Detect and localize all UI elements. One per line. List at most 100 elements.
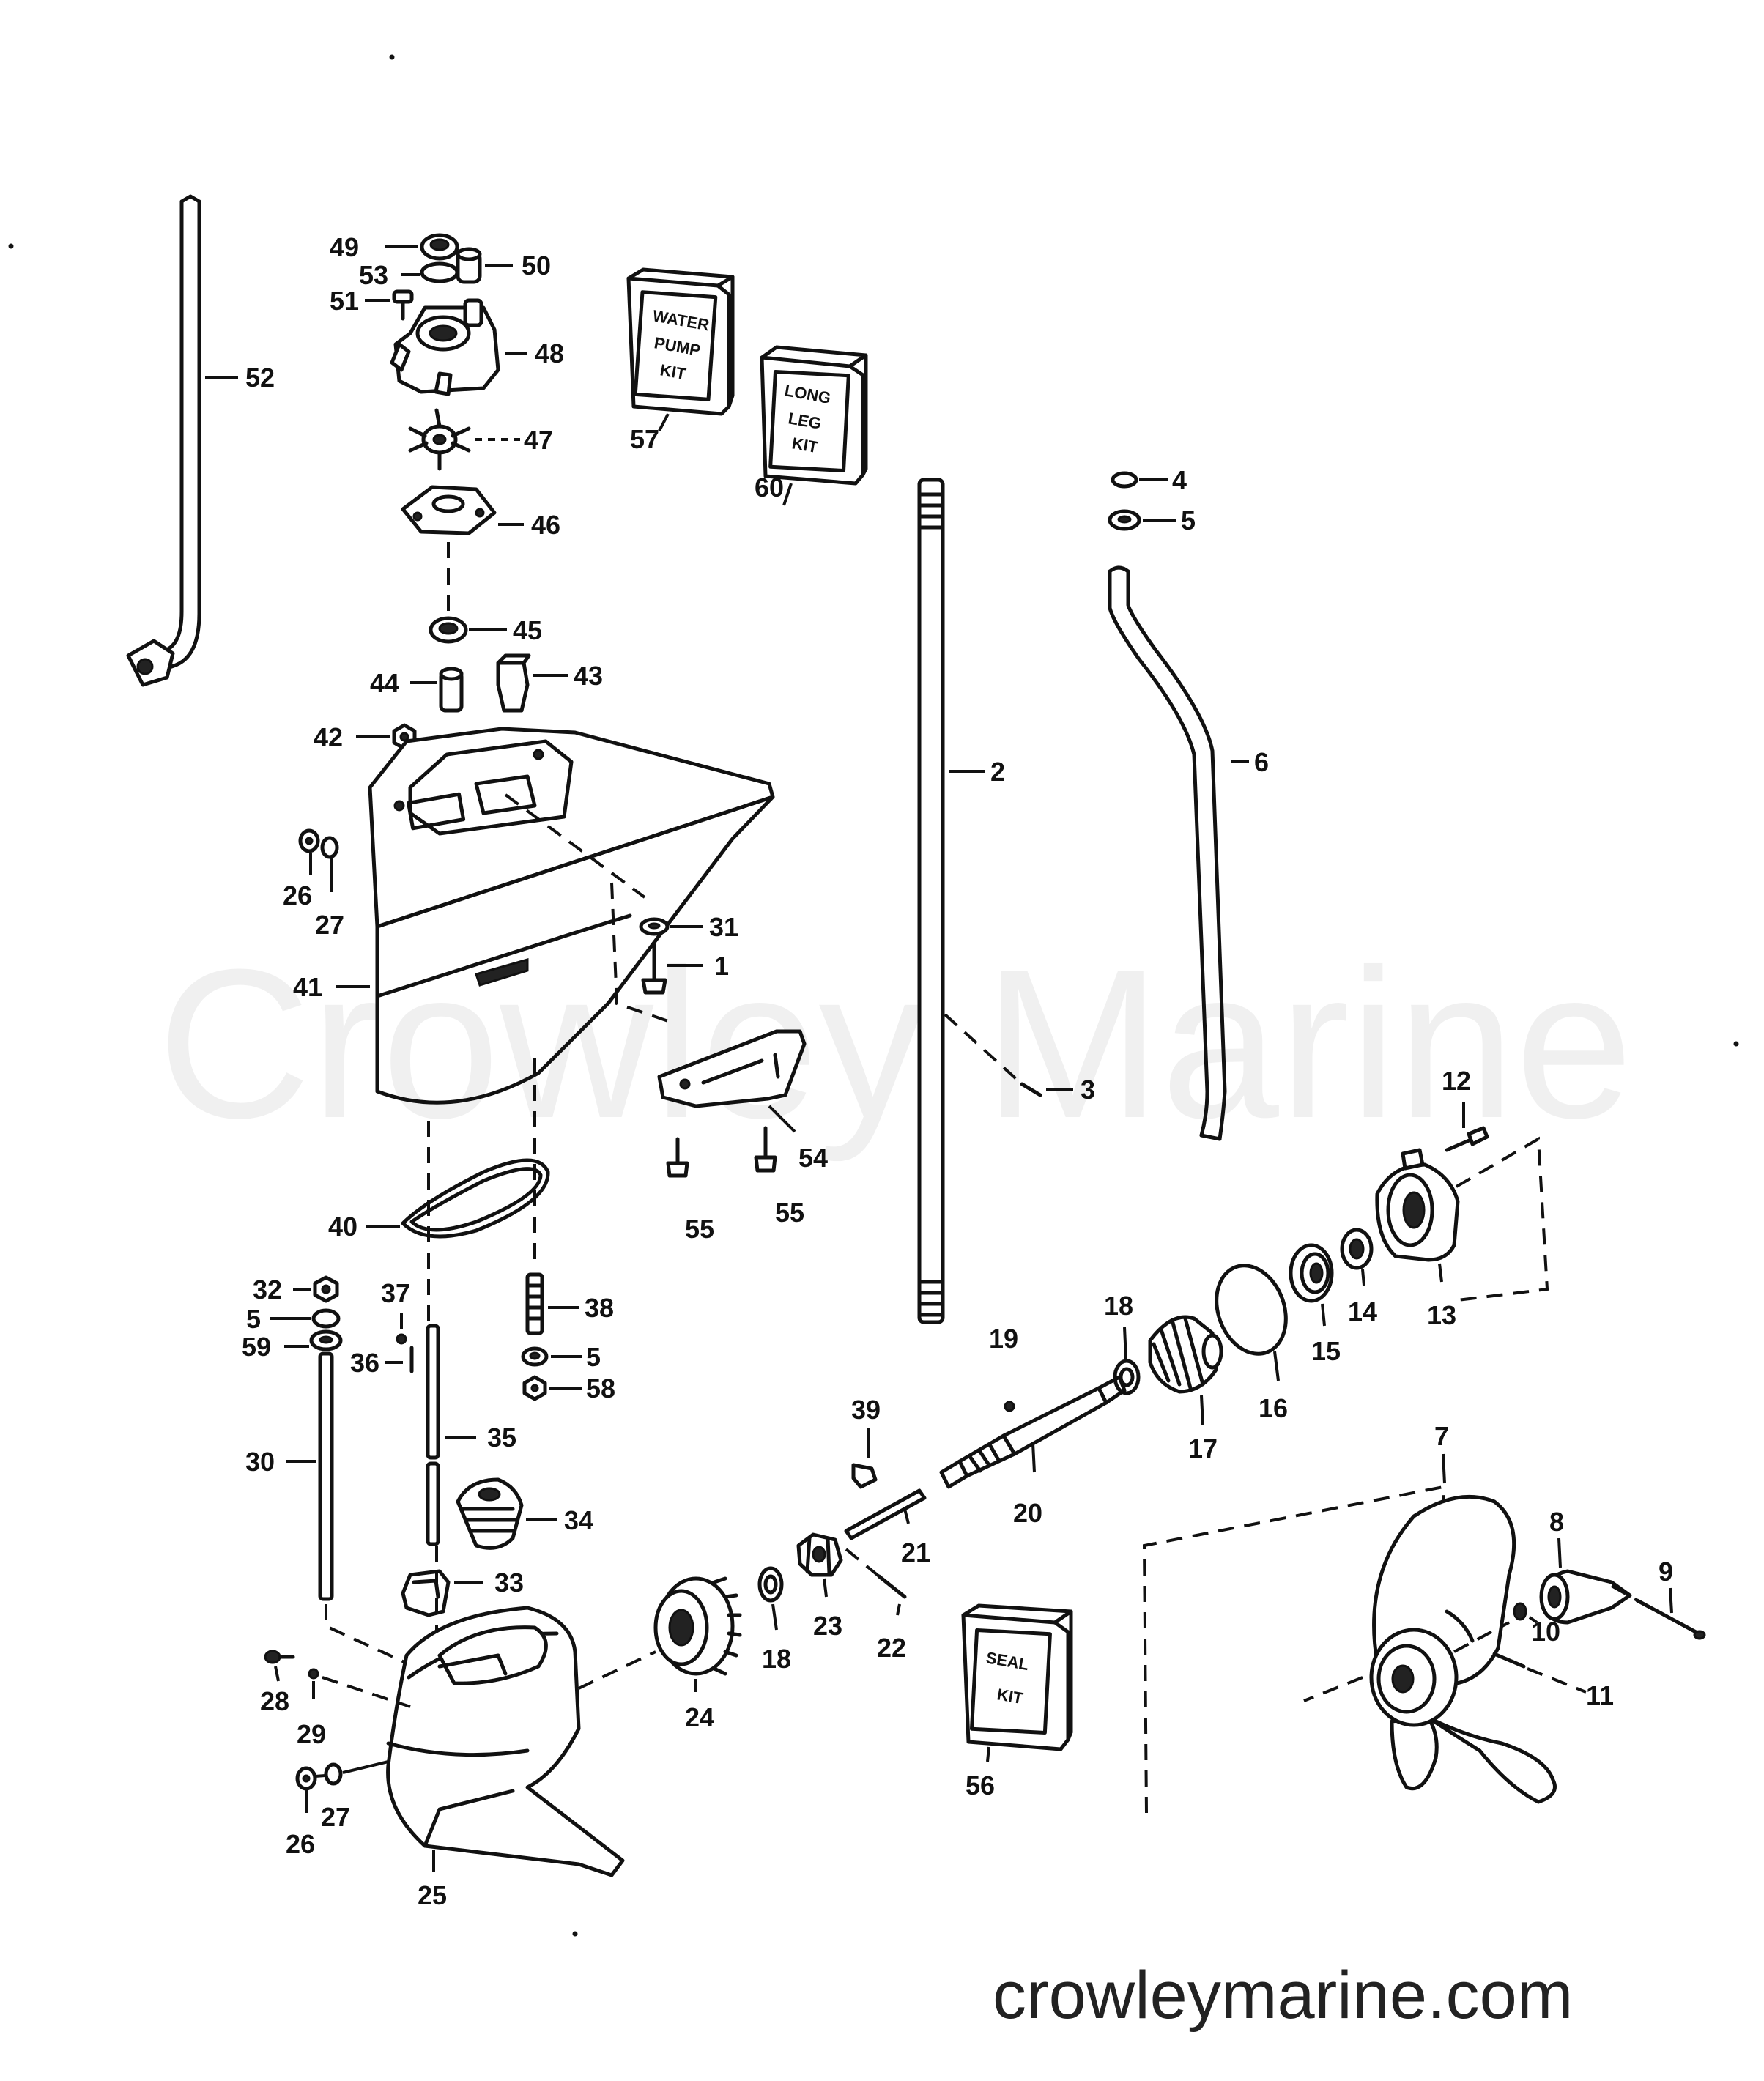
callout-14: 14	[1348, 1297, 1377, 1327]
part-16-o-ring[interactable]	[1205, 1255, 1298, 1363]
leader-14	[1361, 1269, 1365, 1286]
part-35-shift-rod-lower[interactable]	[426, 1324, 440, 1546]
part-27-washer-lower[interactable]	[324, 1762, 343, 1786]
part-20-propeller-shaft[interactable]	[939, 1375, 1127, 1489]
part-50-grommet[interactable]	[456, 247, 482, 284]
callout-16: 16	[1259, 1393, 1288, 1423]
callout-45: 45	[513, 615, 542, 645]
leader-8	[1557, 1537, 1562, 1568]
part-55-screw-right[interactable]	[754, 1126, 777, 1173]
kit-57-water-pump[interactable]: WATER PUMP KIT	[626, 267, 735, 416]
callout-7: 7	[1434, 1421, 1449, 1451]
part-5-washer-left[interactable]	[311, 1308, 341, 1329]
leader-60	[782, 483, 793, 506]
part-44-bushing[interactable]	[439, 667, 464, 713]
part-37-clip[interactable]	[396, 1333, 407, 1345]
part-18-thrust-washer-upper[interactable]	[1113, 1359, 1141, 1395]
part-23-clutch[interactable]	[796, 1532, 843, 1577]
part-1-screw[interactable]	[641, 943, 667, 995]
part-12-screw[interactable]	[1445, 1126, 1489, 1152]
part-5-washer-top[interactable]	[1108, 509, 1141, 531]
part-40-gasket[interactable]	[401, 1158, 550, 1239]
callout-48: 48	[535, 338, 564, 368]
part-55-screw-left[interactable]	[666, 1137, 689, 1178]
part-9-cotter-pin[interactable]	[1635, 1598, 1706, 1640]
part-33-shift-cam[interactable]	[401, 1569, 451, 1617]
kit-56-label-2: KIT	[996, 1685, 1025, 1707]
part-11-shear-pin[interactable]	[1492, 1652, 1526, 1669]
part-8-prop-nut[interactable]	[1539, 1569, 1632, 1625]
callout-39: 39	[851, 1395, 881, 1425]
part-2-driveshaft[interactable]	[917, 478, 945, 1324]
part-10-washer[interactable]	[1513, 1602, 1527, 1621]
part-52-shift-rod[interactable]	[126, 194, 201, 687]
part-32-nut[interactable]	[313, 1275, 339, 1303]
part-43-grommet[interactable]	[496, 653, 531, 713]
part-25-gearcase-lower[interactable]	[386, 1606, 625, 1877]
leader-7	[1442, 1453, 1446, 1484]
callout-53: 53	[359, 260, 388, 290]
part-15-bearing[interactable]	[1289, 1243, 1334, 1303]
part-46-plate[interactable]	[401, 485, 497, 535]
part-26-nut-upper[interactable]	[298, 828, 320, 853]
part-59-washer[interactable]	[309, 1329, 343, 1351]
callout-20: 20	[1013, 1498, 1042, 1528]
part-13-bearing-carrier[interactable]	[1375, 1148, 1460, 1262]
part-58-nut[interactable]	[522, 1375, 547, 1401]
callout-18-upper: 18	[1104, 1291, 1133, 1321]
kit-60-long-leg[interactable]: LONG LEG KIT	[760, 345, 868, 486]
part-45-seal[interactable]	[429, 616, 468, 644]
part-49-seal[interactable]	[420, 233, 459, 261]
callout-9: 9	[1659, 1557, 1673, 1587]
callout-58: 58	[586, 1373, 615, 1403]
leader-18b	[771, 1603, 778, 1631]
leader-57	[658, 413, 670, 431]
part-21-shift-plunger[interactable]	[844, 1488, 927, 1540]
callout-19: 19	[989, 1324, 1018, 1354]
callout-36: 36	[350, 1348, 379, 1378]
callout-10: 10	[1531, 1617, 1560, 1647]
part-31-washer[interactable]	[639, 917, 670, 936]
part-53-o-ring[interactable]	[420, 261, 459, 283]
part-34-forward-gear[interactable]	[456, 1477, 524, 1550]
callout-17: 17	[1188, 1433, 1218, 1464]
part-14-bearing[interactable]	[1340, 1228, 1374, 1270]
callout-27-upper: 27	[315, 910, 344, 940]
callout-46: 46	[531, 510, 560, 540]
part-54-anode[interactable]	[657, 1029, 807, 1108]
part-51-screw[interactable]	[392, 289, 414, 321]
watermark-text: Crowley Marine	[158, 925, 1633, 1163]
part-22-cross-pin[interactable]	[877, 1574, 907, 1599]
part-18-thrust-washer-lower[interactable]	[757, 1566, 784, 1603]
callout-33: 33	[494, 1568, 524, 1598]
leader-27b	[342, 1760, 389, 1774]
kit-56-seal[interactable]: SEAL KIT	[961, 1603, 1073, 1751]
part-47-impeller[interactable]	[408, 408, 471, 471]
part-41-gearcase-upper[interactable]	[368, 727, 775, 1105]
part-27-washer-upper[interactable]	[320, 836, 339, 859]
part-24-reverse-gear[interactable]	[653, 1576, 742, 1676]
part-29-washer[interactable]	[308, 1668, 319, 1680]
callout-30: 30	[245, 1447, 275, 1477]
part-4-clip[interactable]	[1111, 471, 1138, 489]
leader-18a	[1123, 1327, 1127, 1360]
part-38-stud[interactable]	[525, 1272, 544, 1335]
leader-28	[274, 1666, 280, 1682]
part-30-stud[interactable]	[318, 1351, 334, 1601]
callout-22: 22	[877, 1633, 906, 1663]
part-39-clip[interactable]	[851, 1463, 878, 1489]
part-17-gear[interactable]	[1148, 1315, 1223, 1394]
part-3-pin[interactable]	[1020, 1082, 1042, 1097]
part-48-pump-housing[interactable]	[390, 298, 500, 396]
part-6-shift-link[interactable]	[1108, 565, 1227, 1141]
part-28-screw[interactable]	[264, 1650, 295, 1664]
part-26-nut-lower[interactable]	[295, 1766, 317, 1791]
part-7-propeller[interactable]	[1369, 1494, 1557, 1804]
callout-32: 32	[253, 1275, 282, 1305]
callout-25: 25	[418, 1880, 447, 1910]
leader-56	[986, 1746, 990, 1762]
part-19-ball[interactable]	[1004, 1401, 1015, 1412]
part-5-washer-stud[interactable]	[521, 1346, 549, 1367]
centerline-41-54a	[504, 793, 646, 899]
